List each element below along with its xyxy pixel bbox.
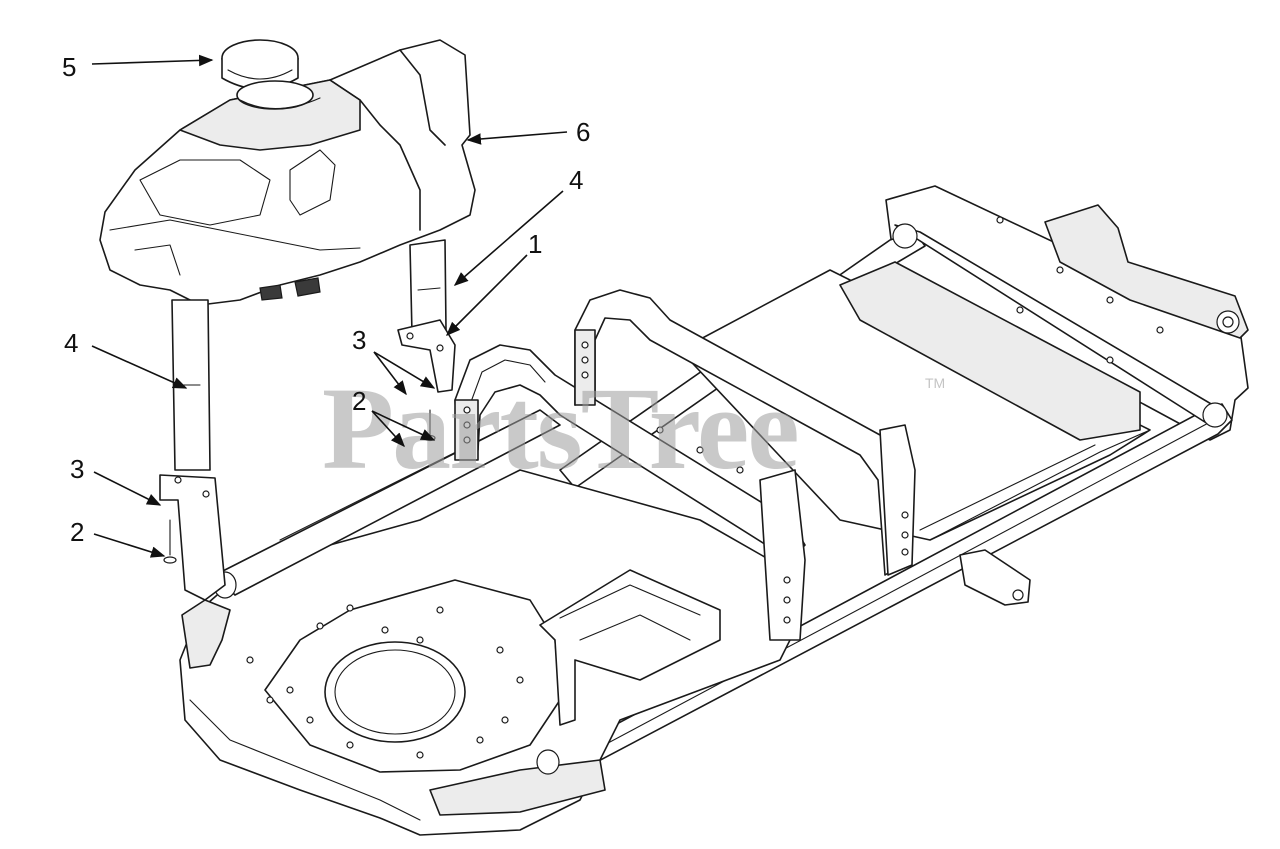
- fuel-tank: [99, 39, 476, 306]
- callout-2-left: 2: [70, 517, 84, 547]
- callout-3-right: 3: [352, 325, 366, 355]
- left-tank-bracket: [159, 474, 226, 601]
- watermark-trademark: TM: [925, 375, 945, 391]
- deck-holes: [246, 216, 1164, 759]
- callout-4-left: 4: [64, 328, 78, 358]
- front-right-bumper: [429, 759, 606, 816]
- mower-frame: [179, 185, 1249, 836]
- strap-left: [159, 299, 226, 601]
- callout-2-right: 2: [352, 386, 366, 416]
- rear-hitch: [959, 549, 1031, 606]
- watermark-text: PartsTree: [322, 363, 798, 494]
- front-roll-arch: [454, 344, 806, 561]
- callout-3-left: 3: [70, 454, 84, 484]
- round-opening: [324, 641, 466, 743]
- arch-post-front: [759, 469, 806, 641]
- rear-mount-bracket: [1044, 204, 1249, 339]
- callouts: 5 6 4 1 3 2 4 3 2: [62, 52, 590, 558]
- center-floor-pan: [679, 269, 1151, 541]
- callout-1: 1: [528, 229, 542, 259]
- callout-6: 6: [576, 117, 590, 147]
- floor-channel: [839, 261, 1141, 441]
- seat-mount-bracket: [539, 569, 721, 726]
- callout-4-right: 4: [569, 165, 583, 195]
- callout-5: 5: [62, 52, 76, 82]
